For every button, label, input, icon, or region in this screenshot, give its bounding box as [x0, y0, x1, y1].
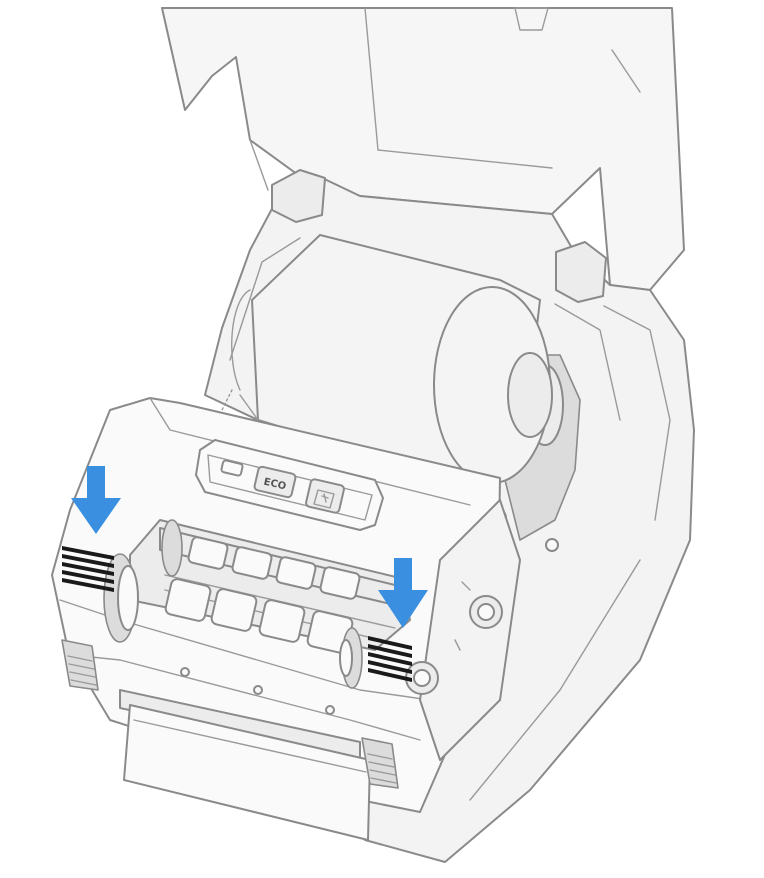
down-arrow-icon	[71, 466, 121, 534]
stripe-line	[62, 554, 114, 568]
feed-icon	[313, 489, 335, 509]
stripe-line	[62, 570, 114, 584]
stripe-line	[368, 652, 412, 666]
stripe-line	[368, 636, 412, 650]
stripe-line	[62, 578, 114, 592]
stripe-line	[368, 668, 412, 682]
left-stripe-marker	[62, 546, 114, 592]
media-roll	[211, 233, 553, 484]
platen-roller	[103, 519, 411, 689]
stripe-line	[368, 644, 412, 658]
right-stripe-marker	[368, 636, 412, 682]
feed-icon-glyph	[321, 493, 329, 503]
eco-button-label: ECO	[262, 477, 287, 493]
right-grip	[361, 737, 399, 789]
down-arrow-icon	[378, 558, 428, 628]
stripe-line	[368, 660, 412, 674]
printer-lid	[161, 7, 685, 291]
arrow-group	[71, 466, 428, 628]
power-button-icon[interactable]	[220, 459, 244, 477]
control-panel: ECO	[195, 439, 384, 531]
stripe-line	[62, 546, 114, 560]
printhead-module: ECO	[51, 397, 521, 841]
tear-bar	[119, 667, 371, 841]
left-grip	[61, 639, 99, 691]
eco-button[interactable]	[253, 465, 297, 499]
stripe-line	[62, 562, 114, 576]
